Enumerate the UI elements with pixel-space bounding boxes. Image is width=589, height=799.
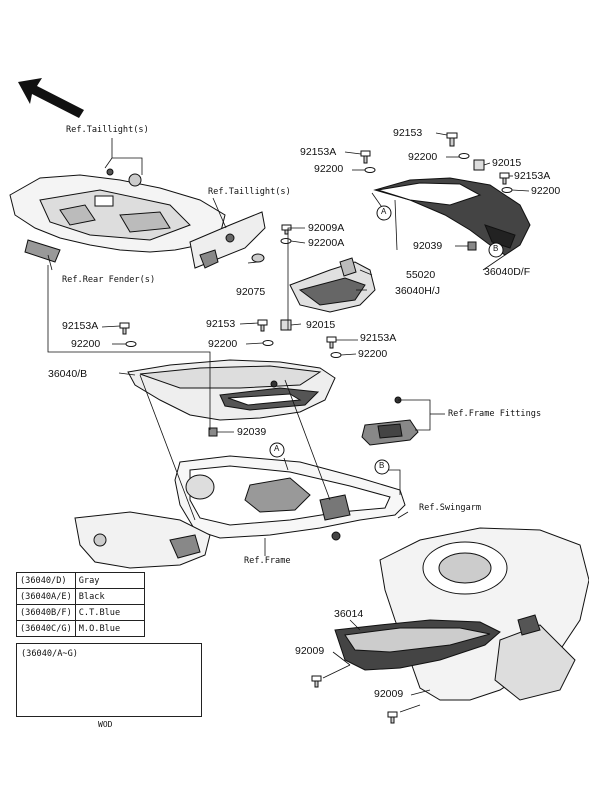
ref-frame: Ref.Frame xyxy=(244,556,291,566)
marker-a-lower xyxy=(269,442,285,458)
washer-92200-mid-icon xyxy=(262,340,274,346)
collar-92015-mid-icon xyxy=(280,319,292,331)
ref-frame-fittings: Ref.Frame Fittings xyxy=(448,409,542,419)
ref-swingarm: Ref.Swingarm xyxy=(419,503,482,513)
part-92200-top-mid: 92200 xyxy=(408,151,438,163)
part-92153: 92153 xyxy=(393,127,423,139)
grommet-92039-top-icon xyxy=(467,241,477,251)
part-55020: 55020 xyxy=(406,269,436,281)
frame-fittings-bracket xyxy=(361,396,419,446)
color-name: C.T.Blue xyxy=(74,604,145,621)
part-92200A: 92200A xyxy=(308,237,345,249)
side-cover-main xyxy=(127,359,336,421)
bolt-92153A-top-icon xyxy=(360,150,371,164)
bolt-92153A-mid-icon xyxy=(326,336,337,349)
color-table-row: (36040/D) Gray xyxy=(16,572,145,589)
part-92153A-right: 92153A xyxy=(514,170,551,182)
bolt-92009-upper-icon xyxy=(311,675,322,688)
part-92039-mid: 92039 xyxy=(237,426,267,438)
part-92200-left: 92200 xyxy=(71,338,101,350)
bolt-92009A-icon xyxy=(281,224,292,235)
leader-lines xyxy=(47,132,530,713)
swingarm xyxy=(379,527,589,701)
bolt-92153-mid-icon xyxy=(257,319,268,332)
color-name: Gray xyxy=(74,572,145,589)
ref-taillight-top: Ref.Taillight(s) xyxy=(66,125,149,135)
washer-92200A-icon xyxy=(280,238,292,244)
color-variant-table: (36040/D) Gray (36040A/E) Black (36040B/… xyxy=(16,572,145,637)
bolt-92009-lower-icon xyxy=(387,711,398,724)
washer-92200-top-mid-icon xyxy=(458,153,470,159)
washer-92200-mid-right-icon xyxy=(330,352,342,358)
color-code: (36040B/F) xyxy=(16,604,76,621)
part-92075: 92075 xyxy=(236,286,266,298)
ref-rear-fender: Ref.Rear Fender(s) xyxy=(62,275,156,285)
footer-code: WOD xyxy=(98,720,113,729)
part-92200-right: 92200 xyxy=(531,185,561,197)
part-92153A-left: 92153A xyxy=(62,320,99,332)
marker-a-upper-label: A xyxy=(381,207,387,216)
part-92015-top: 92015 xyxy=(492,157,522,169)
variant-label: (36040/A~G) xyxy=(21,649,78,659)
color-name: Black xyxy=(74,588,145,605)
part-92009-upper: 92009 xyxy=(295,645,325,657)
marker-a-upper xyxy=(376,205,392,221)
part-92200-mid-right: 92200 xyxy=(358,348,388,360)
washer-92200-right-icon xyxy=(501,187,513,193)
side-cover-middle xyxy=(289,257,376,313)
part-36040HJ: 36040H/J xyxy=(395,285,440,297)
part-92015-mid: 92015 xyxy=(306,319,336,331)
ref-taillight-mid: Ref.Taillight(s) xyxy=(208,187,291,197)
collar-92015-top-icon xyxy=(473,159,485,171)
front-direction-arrow-icon xyxy=(18,78,84,118)
marker-b-lower xyxy=(374,459,390,475)
part-36040DF: 36040D/F xyxy=(484,266,531,278)
part-36014: 36014 xyxy=(334,608,364,620)
part-92153A-top: 92153A xyxy=(300,146,337,158)
grommet-92075-icon xyxy=(251,253,265,263)
bolt-92153A-left-icon xyxy=(119,322,130,335)
chain-guard xyxy=(334,619,501,671)
variant-box: (36040/A~G) xyxy=(16,643,202,717)
color-table-row: (36040C/G) M.O.Blue xyxy=(16,620,145,637)
bolt-92153-icon xyxy=(446,132,458,147)
color-code: (36040/D) xyxy=(16,572,76,589)
part-92153A-mid: 92153A xyxy=(360,332,397,344)
part-92200-mid: 92200 xyxy=(208,338,238,350)
part-92009A: 92009A xyxy=(308,222,345,234)
side-cover-right-upper xyxy=(373,177,531,256)
part-92200-top-left: 92200 xyxy=(314,163,344,175)
marker-b-upper xyxy=(488,242,504,258)
color-code: (36040A/E) xyxy=(16,588,76,605)
rear-fender-assembly xyxy=(9,168,266,269)
color-name: M.O.Blue xyxy=(74,620,145,637)
marker-a-lower-label: A xyxy=(274,444,280,453)
part-92153-mid: 92153 xyxy=(206,318,236,330)
marker-b-lower-label: B xyxy=(379,461,385,470)
part-92009-lower: 92009 xyxy=(374,688,404,700)
washer-92200-left-icon xyxy=(125,341,137,347)
part-92039-top: 92039 xyxy=(413,240,443,252)
rear-frame xyxy=(74,455,406,569)
bolt-92153A-right-icon xyxy=(499,172,510,185)
washer-92200-top-icon xyxy=(364,167,376,173)
marker-b-upper-label: B xyxy=(493,244,499,253)
color-table-row: (36040B/F) C.T.Blue xyxy=(16,604,145,621)
part-36040B: 36040/B xyxy=(48,368,88,380)
color-code: (36040C/G) xyxy=(16,620,76,637)
color-table-row: (36040A/E) Black xyxy=(16,588,145,605)
